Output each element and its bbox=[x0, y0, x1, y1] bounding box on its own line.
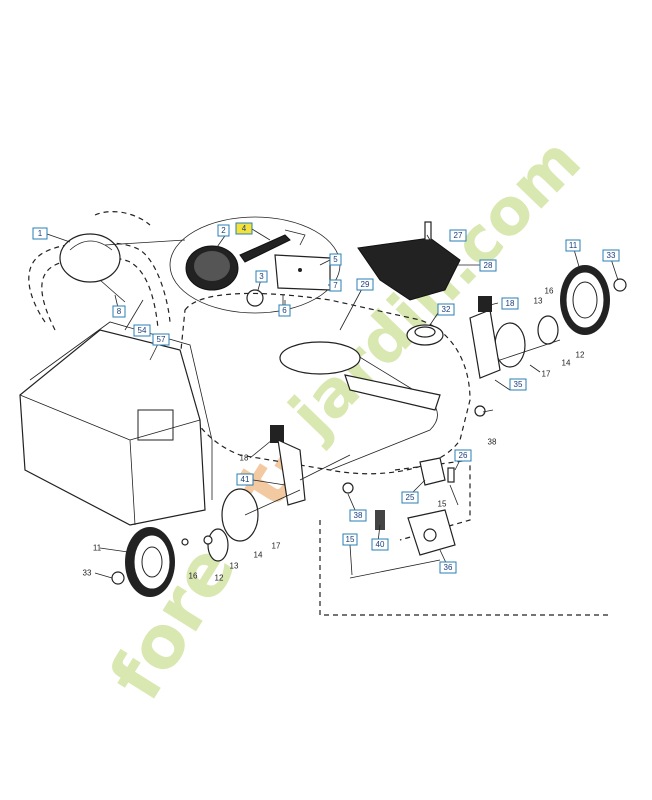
callout-label: 40 bbox=[376, 540, 385, 549]
callout-label: 32 bbox=[442, 305, 451, 314]
callout-4: 4 bbox=[235, 222, 253, 235]
callout-5: 5 bbox=[329, 253, 342, 266]
label-12-left: 12 bbox=[215, 574, 224, 583]
callout-36: 36 bbox=[439, 561, 457, 574]
callout-57: 57 bbox=[152, 333, 170, 346]
callout-label: 41 bbox=[241, 475, 250, 484]
callout-2: 2 bbox=[217, 224, 230, 237]
label-17-left: 17 bbox=[272, 542, 281, 551]
label-14-left: 14 bbox=[254, 551, 263, 560]
callout-label: 25 bbox=[406, 493, 415, 502]
callout-6: 6 bbox=[278, 304, 291, 317]
callout-label: 28 bbox=[484, 261, 493, 270]
callout-25: 25 bbox=[401, 491, 419, 504]
label-15-right: 15 bbox=[438, 500, 447, 509]
mower-deck bbox=[178, 292, 610, 616]
knob-part bbox=[246, 289, 264, 307]
callout-label: 57 bbox=[157, 335, 166, 344]
pulley bbox=[406, 324, 444, 346]
label-16-left: 16 bbox=[189, 572, 198, 581]
lever-part bbox=[239, 234, 291, 263]
callout-8: 8 bbox=[112, 305, 126, 318]
callout-label: 8 bbox=[117, 307, 122, 316]
callout-label: 27 bbox=[454, 231, 463, 240]
callout-28: 28 bbox=[479, 259, 497, 272]
callout-7: 7 bbox=[329, 279, 342, 292]
callout-32: 32 bbox=[437, 303, 455, 316]
callout-label: 5 bbox=[333, 255, 338, 264]
label-18-left: 18 bbox=[240, 454, 249, 463]
label-17-right: 17 bbox=[542, 370, 551, 379]
gearbox bbox=[342, 457, 456, 579]
baffle-ring bbox=[279, 341, 361, 375]
callout-27: 27 bbox=[449, 229, 467, 242]
callout-label: 11 bbox=[569, 241, 578, 250]
rear-wheel-right bbox=[560, 265, 627, 335]
callout-54: 54 bbox=[133, 324, 151, 337]
callout-18-right: 18 bbox=[501, 297, 519, 310]
label-38-right: 38 bbox=[488, 438, 497, 447]
callout-35: 35 bbox=[509, 378, 527, 391]
callout-label: 3 bbox=[259, 272, 264, 281]
callout-label: 54 bbox=[138, 326, 147, 335]
callout-label: 36 bbox=[444, 563, 453, 572]
callout-38-lower: 38 bbox=[349, 509, 367, 522]
rear-flap bbox=[357, 221, 461, 301]
bracket-plate bbox=[274, 254, 331, 291]
callout-11-right: 11 bbox=[565, 239, 581, 252]
callout-label: 4 bbox=[242, 224, 247, 233]
callout-label: 15 bbox=[346, 535, 355, 544]
label-13-right: 13 bbox=[534, 297, 543, 306]
handle-assembly bbox=[28, 211, 171, 331]
callout-label: 29 bbox=[361, 280, 370, 289]
callout-label: 26 bbox=[459, 451, 468, 460]
callout-41: 41 bbox=[236, 473, 254, 486]
callout-33-right: 33 bbox=[602, 249, 620, 262]
callout-label: 2 bbox=[221, 226, 226, 235]
right-hub-assembly bbox=[469, 296, 561, 417]
left-height-lever bbox=[270, 425, 351, 506]
callout-3: 3 bbox=[255, 270, 268, 283]
callout-29: 29 bbox=[356, 278, 374, 291]
front-wheel-left bbox=[111, 527, 175, 597]
label-11-left: 11 bbox=[93, 544, 102, 553]
label-14-right: 14 bbox=[562, 359, 571, 368]
label-12-right: 12 bbox=[576, 351, 585, 360]
callout-label: 35 bbox=[514, 380, 523, 389]
callout-label: 1 bbox=[38, 229, 43, 238]
callout-label: 7 bbox=[333, 281, 338, 290]
callout-label: 6 bbox=[282, 306, 287, 315]
callout-label: 18 bbox=[506, 299, 515, 308]
callout-1: 1 bbox=[32, 227, 48, 240]
label-13-left: 13 bbox=[230, 562, 239, 571]
callout-label: 38 bbox=[354, 511, 363, 520]
grass-catcher bbox=[19, 321, 213, 526]
callout-label: 33 bbox=[607, 251, 616, 260]
callout-26: 26 bbox=[454, 449, 472, 462]
label-33-left: 33 bbox=[83, 569, 92, 578]
callout-15-lower: 15 bbox=[342, 533, 358, 546]
callout-40: 40 bbox=[371, 538, 389, 551]
label-16-right: 16 bbox=[545, 287, 554, 296]
blade-part bbox=[344, 374, 441, 411]
left-hub-assembly bbox=[181, 488, 301, 562]
